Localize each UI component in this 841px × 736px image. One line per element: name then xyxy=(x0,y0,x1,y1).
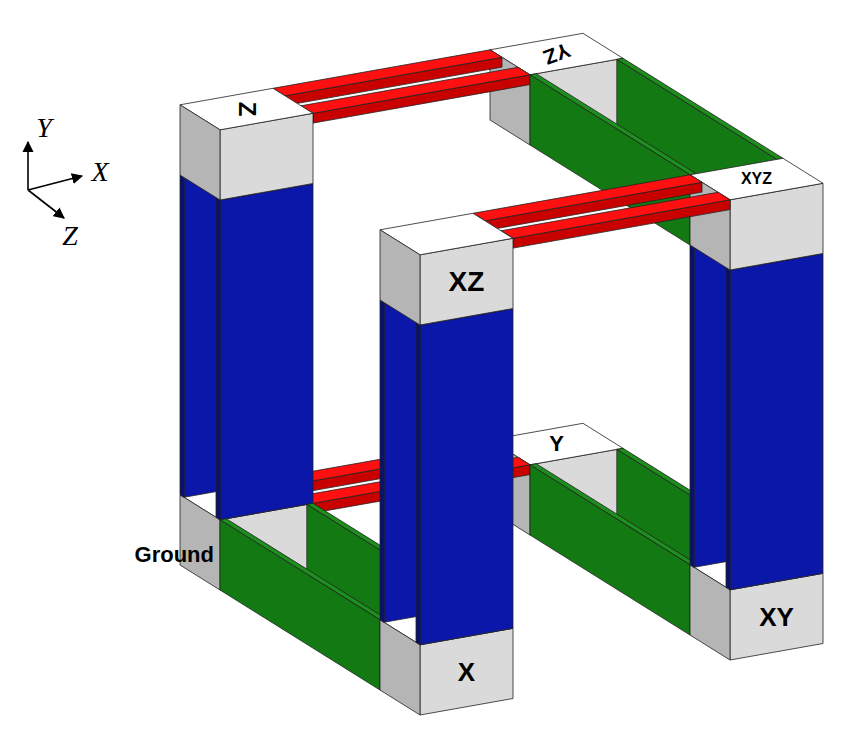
joint-label: X xyxy=(458,659,475,685)
joint-label: XYZ xyxy=(741,171,772,187)
axis-label: X xyxy=(91,158,108,186)
joint-block xyxy=(690,158,823,270)
face xyxy=(180,495,220,590)
y-flexure xyxy=(216,181,313,520)
axis-arrow xyxy=(28,176,82,190)
joint-label: Z xyxy=(235,102,259,117)
y-flexure xyxy=(416,306,513,645)
x-flexure xyxy=(501,192,730,248)
face xyxy=(726,268,730,590)
face xyxy=(501,192,730,238)
face xyxy=(380,620,420,715)
face xyxy=(180,175,184,497)
face xyxy=(690,565,730,660)
face xyxy=(220,184,313,520)
face xyxy=(380,300,384,622)
joint-label: XY xyxy=(759,604,794,630)
face xyxy=(530,465,690,635)
axis-label: Y xyxy=(36,114,52,142)
face xyxy=(730,254,823,590)
face xyxy=(380,230,420,325)
z-flexure xyxy=(220,519,386,690)
face xyxy=(180,105,220,200)
joint-block xyxy=(380,213,513,325)
face xyxy=(690,245,694,567)
joint-label: XZ xyxy=(449,268,485,296)
ground-label: Ground xyxy=(135,544,214,566)
x-flexure xyxy=(301,67,530,123)
face xyxy=(416,323,420,645)
face xyxy=(216,198,220,520)
axis-label: Z xyxy=(62,222,78,250)
axis-arrow xyxy=(28,190,64,218)
joint-label: Y xyxy=(549,433,564,455)
axis-arrow xyxy=(27,142,29,190)
face xyxy=(420,309,513,645)
z-flexure xyxy=(530,464,696,635)
face xyxy=(220,520,380,690)
joint-block xyxy=(180,88,313,200)
axis-triad xyxy=(0,0,160,260)
face xyxy=(301,67,530,113)
y-flexure xyxy=(726,251,823,590)
